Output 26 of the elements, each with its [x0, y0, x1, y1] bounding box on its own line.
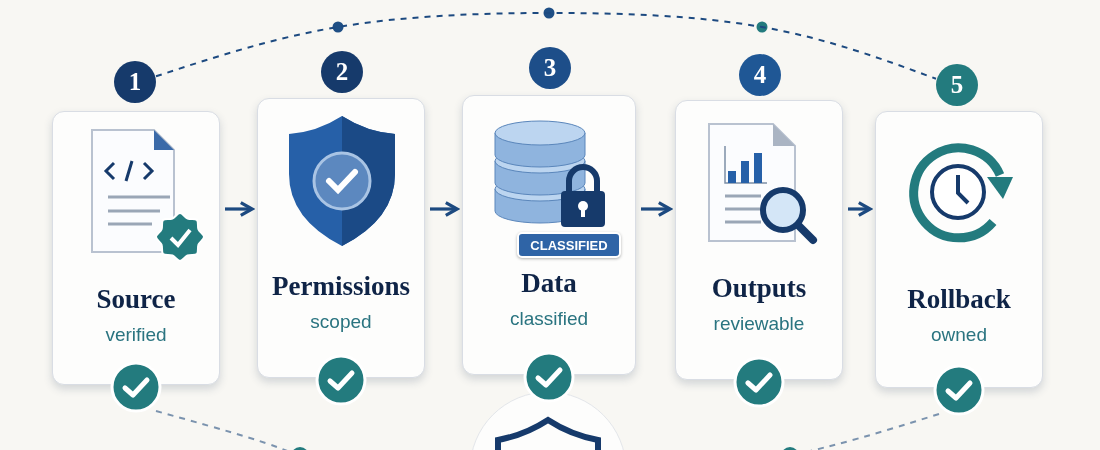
step-card: [462, 95, 636, 375]
step-status: verified: [104, 324, 168, 346]
step-status: scoped: [309, 311, 373, 333]
step-card: [52, 111, 220, 385]
step-status: reviewable: [712, 313, 806, 335]
step-card: [257, 98, 425, 378]
dashed-connector: [155, 12, 937, 80]
step-title: Outputs: [710, 273, 808, 304]
step-status: owned: [930, 324, 988, 346]
step-number: 3: [529, 47, 571, 89]
arrow: [848, 201, 872, 217]
step-number: 4: [739, 54, 781, 96]
arrow: [430, 201, 459, 217]
arrow: [641, 201, 672, 217]
step-title: Data: [520, 268, 578, 299]
step-title: Source: [95, 284, 177, 315]
step-status: classified: [508, 308, 590, 330]
step-title: Permissions: [271, 271, 411, 302]
tag-label: CLASSIFIED: [517, 232, 621, 258]
step-card: [875, 111, 1043, 388]
step-number: 5: [936, 64, 978, 106]
step-title: Rollback: [906, 284, 1012, 315]
step-number: 2: [321, 51, 363, 93]
step-number: 1: [114, 61, 156, 103]
step-card: [675, 100, 843, 380]
arrow: [225, 201, 254, 217]
